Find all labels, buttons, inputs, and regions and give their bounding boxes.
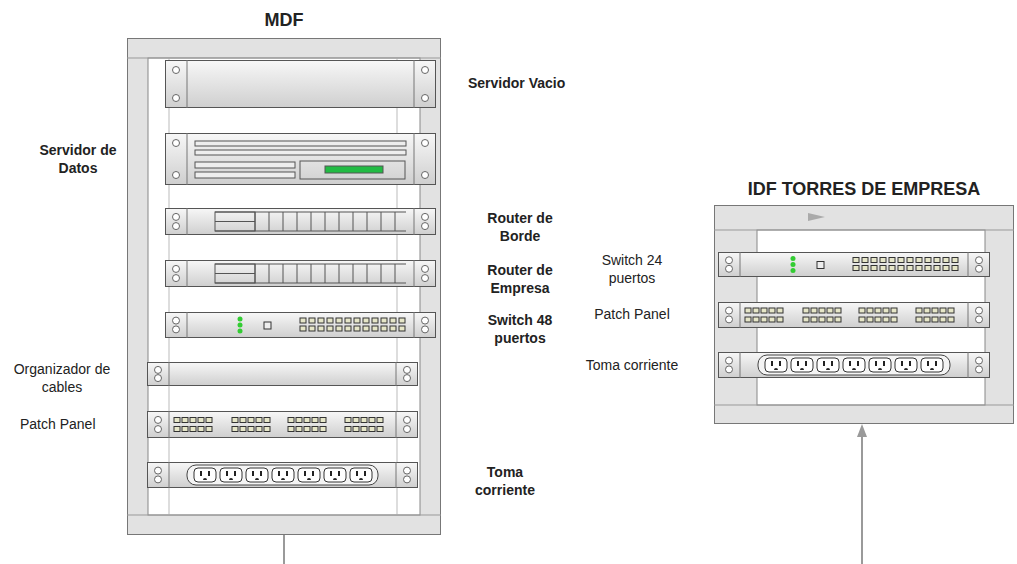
device-faceplate	[147, 362, 418, 386]
device-label: Patch Panel	[577, 305, 687, 323]
cable-organizer: Organizador de cables	[147, 362, 418, 386]
switch-48: Switch 48 puertos	[165, 312, 436, 338]
device-label: Router de Borde	[478, 209, 562, 245]
idf-rack: IDF TORRES DE EMPRESASwitch 24 puertosPa…	[714, 205, 1014, 424]
patch-panel: Patch Panel	[718, 302, 990, 328]
power-strip: Toma corriente	[147, 462, 418, 488]
device-faceplate	[165, 312, 436, 338]
device-label: Switch 48 puertos	[478, 311, 562, 347]
device-faceplate	[147, 462, 418, 488]
device-label: Toma corriente	[463, 463, 547, 499]
patch-panel: Patch Panel	[147, 411, 418, 438]
device-label: Servidor de Datos	[28, 141, 128, 177]
device-label: Switch 24 puertos	[593, 251, 671, 287]
device-label: Servidor Vacio	[468, 74, 565, 92]
device-faceplate	[718, 302, 990, 328]
device-faceplate	[147, 411, 418, 438]
switch-24: Switch 24 puertos	[718, 252, 990, 277]
edge-router: Router de Borde	[165, 208, 436, 235]
rack-title: IDF TORRES DE EMPRESA	[748, 179, 981, 200]
device-faceplate	[718, 352, 990, 378]
blank-server: Servidor Vacio	[165, 60, 436, 108]
enterprise-router: Router de Empresa	[165, 260, 436, 287]
device-faceplate	[165, 260, 436, 287]
device-faceplate	[165, 60, 436, 108]
device-label: Router de Empresa	[478, 261, 562, 297]
device-label: Toma corriente	[577, 356, 687, 374]
device-label: Patch Panel	[20, 415, 96, 433]
data-server: Servidor de Datos	[165, 133, 436, 185]
device-label: Organizador de cables	[6, 360, 118, 396]
device-faceplate	[718, 252, 990, 277]
device-faceplate	[165, 133, 436, 185]
mdf-rack: MDFServidor VacioServidor de DatosRouter…	[127, 38, 441, 535]
power-strip: Toma corriente	[718, 352, 990, 378]
rack-title: MDF	[265, 10, 304, 31]
device-faceplate	[165, 208, 436, 235]
